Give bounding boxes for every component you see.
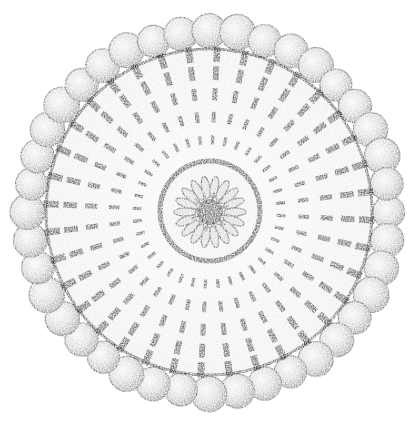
ray-dash: [85, 206, 97, 207]
ray-dash: [220, 301, 221, 312]
ray-dash: [223, 323, 225, 335]
ray-dash: [192, 278, 194, 287]
ray-dash: [88, 184, 100, 187]
ray-dash: [133, 220, 142, 221]
ray-dash: [275, 227, 284, 229]
ray-dash: [166, 73, 170, 86]
ray-dash: [45, 231, 60, 233]
ray-dash: [253, 356, 257, 371]
ray-dash: [202, 344, 203, 358]
ray-dash: [177, 341, 180, 354]
ray-dash: [238, 70, 241, 83]
ray-dash: [225, 343, 227, 357]
bead: [370, 168, 403, 201]
ray-dash: [191, 67, 193, 81]
ray-dash: [204, 302, 205, 313]
ray-dash: [67, 180, 80, 183]
ray-dash: [134, 195, 143, 197]
ray-dash: [318, 237, 330, 240]
ray-dash: [187, 299, 189, 309]
ray-dash: [197, 113, 198, 124]
ray-dash: [90, 245, 102, 249]
ray-dash: [70, 251, 83, 255]
ray-dash: [242, 319, 246, 331]
ray-dash: [203, 324, 204, 336]
ray-dash: [217, 47, 218, 62]
ray-dash: [217, 279, 218, 288]
ray-dash: [86, 226, 98, 228]
ray-dash: [321, 218, 333, 219]
ray-dash: [64, 228, 78, 230]
ray-dash: [216, 66, 217, 80]
ray-dash: [276, 203, 285, 204]
ray-dash: [44, 204, 59, 205]
ray-dash: [215, 88, 216, 100]
ray-dash: [111, 190, 121, 192]
ray-dash: [109, 207, 120, 208]
ray-dash: [224, 137, 226, 146]
ray-dash: [188, 48, 190, 63]
ray-dash: [353, 163, 368, 168]
ray-dash: [63, 205, 77, 206]
ray-dash: [194, 89, 196, 101]
ray-dash: [160, 54, 165, 69]
center-core: [197, 199, 223, 225]
ray-dash: [229, 114, 231, 124]
ray-dash: [359, 220, 374, 221]
ray-dash: [248, 338, 252, 351]
ray-dash: [181, 321, 184, 333]
ray-dash: [200, 136, 201, 145]
ray-dash: [51, 256, 66, 261]
ray-dash: [228, 361, 230, 376]
ray-dash: [341, 219, 355, 220]
ray-dash: [338, 241, 351, 244]
ray-dash: [48, 175, 63, 178]
ray-dash: [214, 112, 215, 123]
ray-dash: [296, 232, 306, 234]
ray-dash: [298, 200, 309, 201]
ray-dash: [335, 169, 348, 173]
ray-dash: [172, 359, 175, 374]
ray-dash: [299, 217, 310, 218]
ray-dash: [316, 175, 328, 179]
ray-dash: [110, 223, 121, 224]
ray-dash: [234, 91, 237, 103]
ray-dash: [340, 194, 354, 196]
ray-dash: [172, 93, 176, 105]
ray-dash: [356, 246, 371, 249]
ray-dash: [201, 362, 202, 377]
ray-dash: [320, 197, 332, 199]
ray-dash: [358, 191, 373, 193]
ray-dash: [243, 51, 246, 66]
